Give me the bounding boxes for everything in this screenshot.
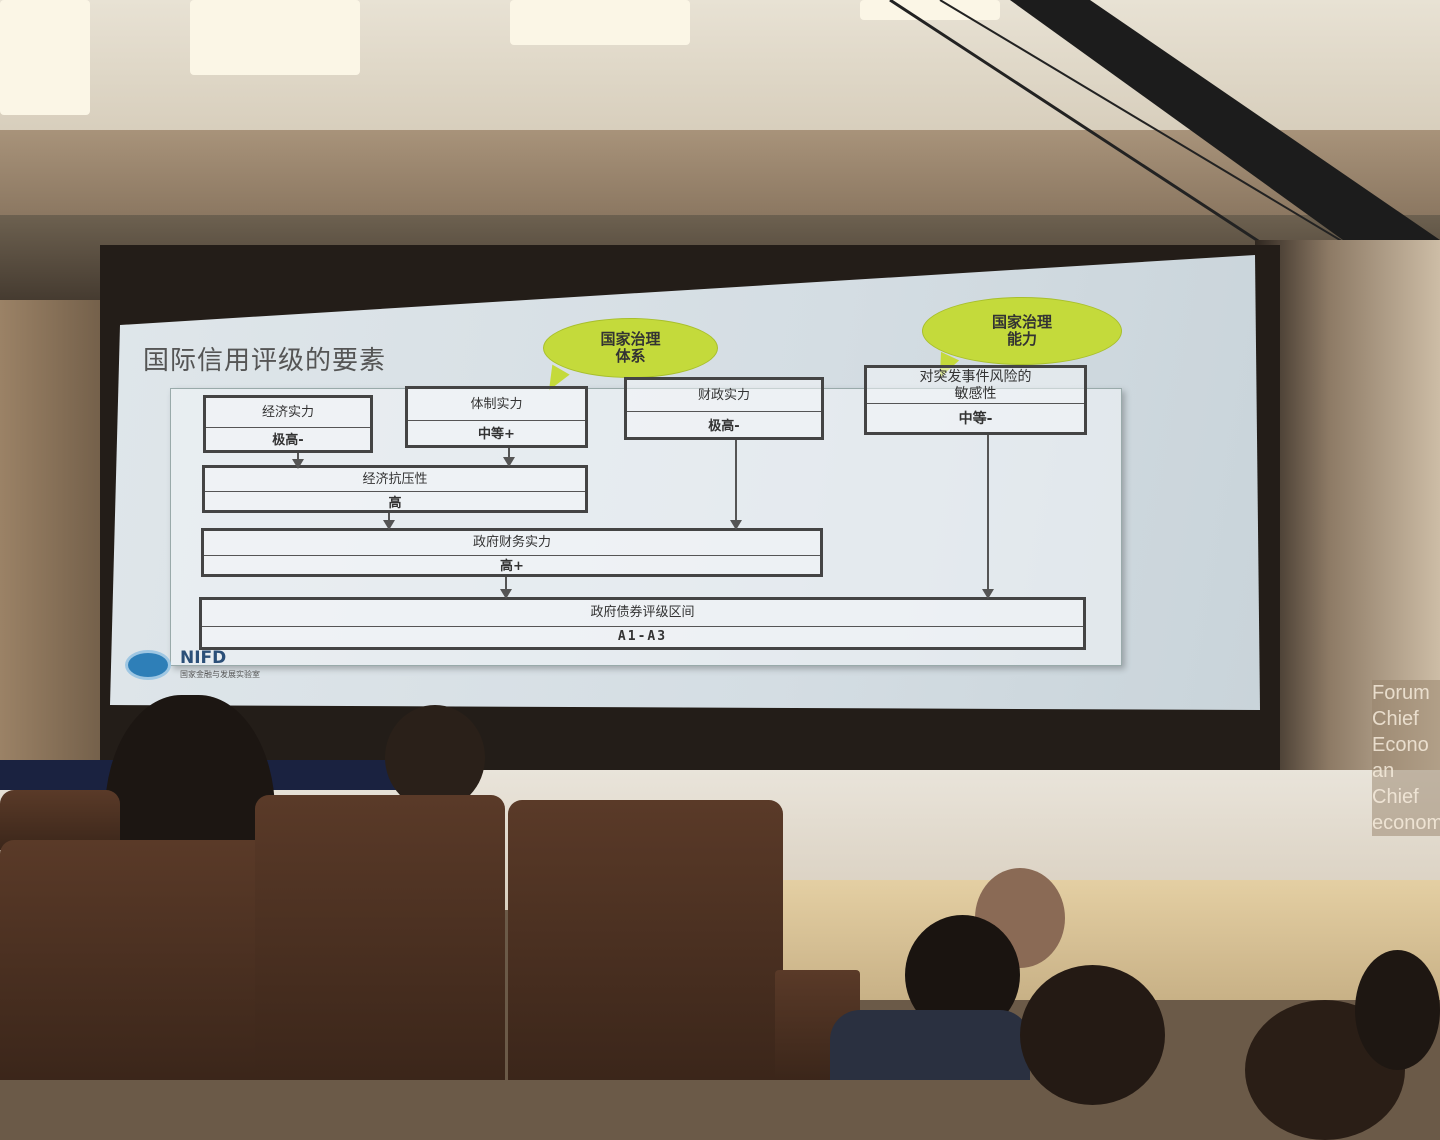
box-economic-strength: 经济实力极高- bbox=[203, 395, 373, 453]
arrow-down bbox=[982, 435, 994, 599]
arrow-down bbox=[730, 440, 742, 530]
chair bbox=[0, 840, 300, 1080]
slide-title: 国际信用评级的要素 bbox=[143, 346, 387, 376]
box-fiscal-strength: 财政实力极高- bbox=[624, 377, 824, 440]
box-economic-resilience: 经济抗压性高 bbox=[202, 465, 588, 513]
audience-member bbox=[385, 705, 485, 810]
box-institutional-strength: 体制实力中等+ bbox=[405, 386, 588, 448]
chair bbox=[508, 800, 783, 1080]
chair bbox=[255, 795, 505, 1080]
box-event-risk: 对突发事件风险的敏感性中等- bbox=[864, 365, 1087, 435]
arrow-down bbox=[383, 513, 395, 530]
bubble-governance-system: 国家治理体系 bbox=[543, 318, 718, 378]
arrow-down bbox=[500, 577, 512, 599]
background-banner: ForumChiefEconoanChiefeconomi bbox=[1372, 680, 1440, 836]
audience-member bbox=[1020, 965, 1165, 1105]
audience-member bbox=[1355, 950, 1440, 1070]
arrow-down bbox=[503, 448, 515, 467]
nifd-logo: NIFD 国家金融与发展实验室 bbox=[125, 648, 285, 682]
arrow-down bbox=[292, 453, 304, 469]
ceiling-beam bbox=[0, 130, 1440, 220]
bubble-governance-capacity: 国家治理能力 bbox=[922, 297, 1122, 365]
audience-member bbox=[830, 1010, 1030, 1080]
box-government-financial-strength: 政府财务实力高+ bbox=[201, 528, 823, 577]
